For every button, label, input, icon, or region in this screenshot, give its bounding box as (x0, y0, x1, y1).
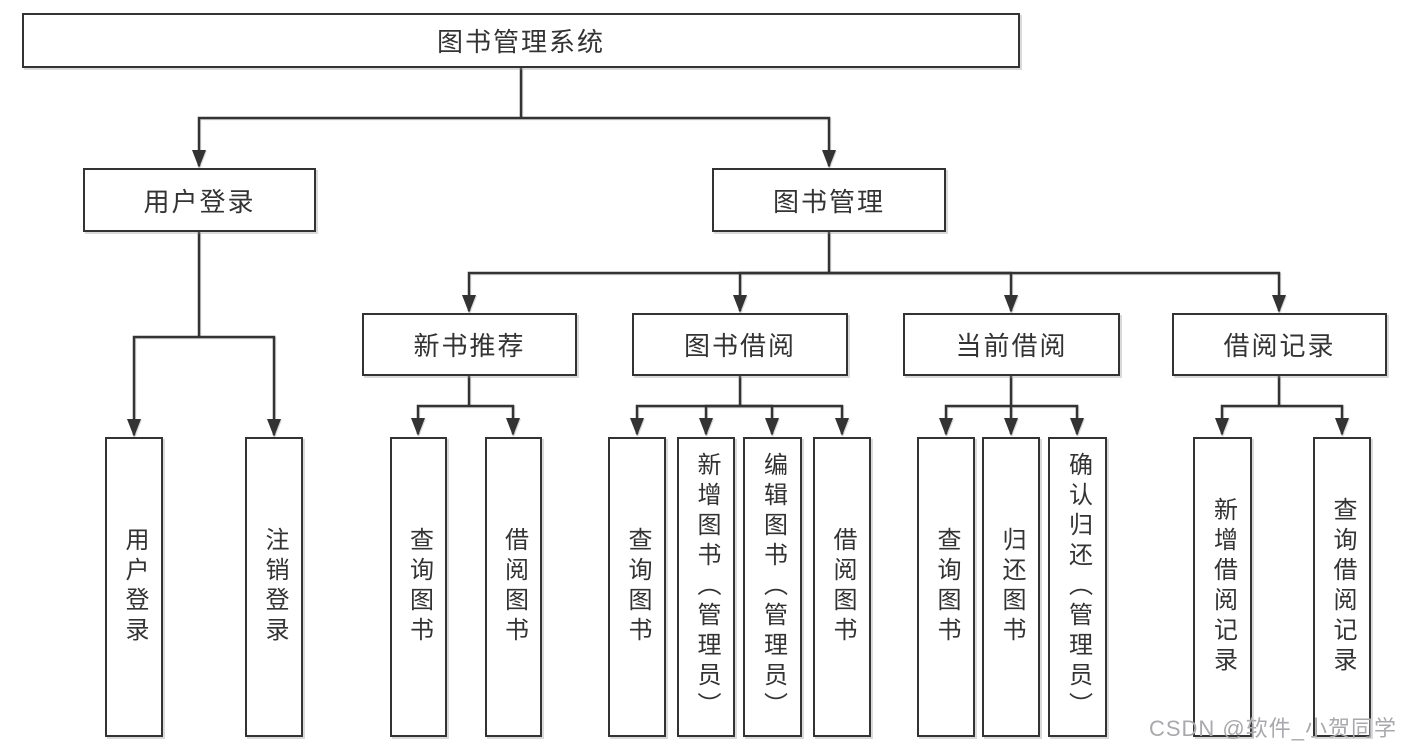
node-label: 当前借阅 (955, 331, 1068, 361)
node-label: 图书管理系统 (436, 27, 605, 57)
node-book-management: 图书管理 (712, 168, 946, 232)
node-label: 查询图书 (405, 527, 433, 647)
node-label: 确认归还（管理员） (1064, 452, 1092, 722)
node-book-borrow: 图书借阅 (632, 313, 848, 376)
node-label: 注销登录 (261, 527, 288, 647)
leaf-borrow-borrow-book: 借阅图书 (813, 437, 871, 737)
leaf-borrow-edit-book-admin: 编辑图书（管理员） (743, 437, 802, 737)
node-label: 查询图书 (933, 527, 960, 647)
leaf-current-return-book: 归还图书 (982, 437, 1040, 737)
node-label: 图书借阅 (683, 331, 796, 361)
node-user-login: 用户登录 (83, 168, 316, 232)
node-system-root: 图书管理系统 (22, 13, 1020, 68)
node-label: 借阅图书 (500, 527, 528, 647)
leaf-current-query-book: 查询图书 (917, 437, 975, 737)
node-label: 编辑图书（管理员） (759, 452, 787, 722)
leaf-recommend-query-book: 查询图书 (390, 437, 447, 737)
node-borrow-records: 借阅记录 (1172, 313, 1387, 376)
csdn-watermark: CSDN @软件_小贺同学 (1148, 716, 1397, 741)
leaf-current-confirm-return-admin: 确认归还（管理员） (1048, 437, 1107, 737)
node-label: 用户登录 (143, 186, 256, 217)
node-label: 图书管理 (772, 186, 885, 217)
node-label: 归还图书 (998, 527, 1025, 647)
leaf-user-login: 用户登录 (105, 437, 163, 737)
node-new-book-recommend: 新书推荐 (362, 313, 577, 376)
node-label: 新书推荐 (413, 331, 526, 361)
node-label: 查询借阅记录 (1329, 497, 1356, 677)
leaf-recommend-borrow-book: 借阅图书 (485, 437, 542, 737)
node-label: 借阅记录 (1223, 331, 1336, 361)
node-label: 查询图书 (624, 527, 651, 647)
node-label: 借阅图书 (829, 527, 856, 647)
node-label: 新增借阅记录 (1209, 497, 1237, 677)
node-current-borrow: 当前借阅 (903, 313, 1120, 376)
node-label: 用户登录 (121, 527, 148, 647)
leaf-logout: 注销登录 (245, 437, 303, 737)
node-label: 新增图书（管理员） (693, 452, 720, 722)
leaf-borrow-query-book: 查询图书 (608, 437, 666, 737)
leaf-records-query-record: 查询借阅记录 (1313, 437, 1371, 737)
leaf-records-add-record: 新增借阅记录 (1193, 437, 1252, 737)
leaf-borrow-add-book-admin: 新增图书（管理员） (677, 437, 735, 737)
